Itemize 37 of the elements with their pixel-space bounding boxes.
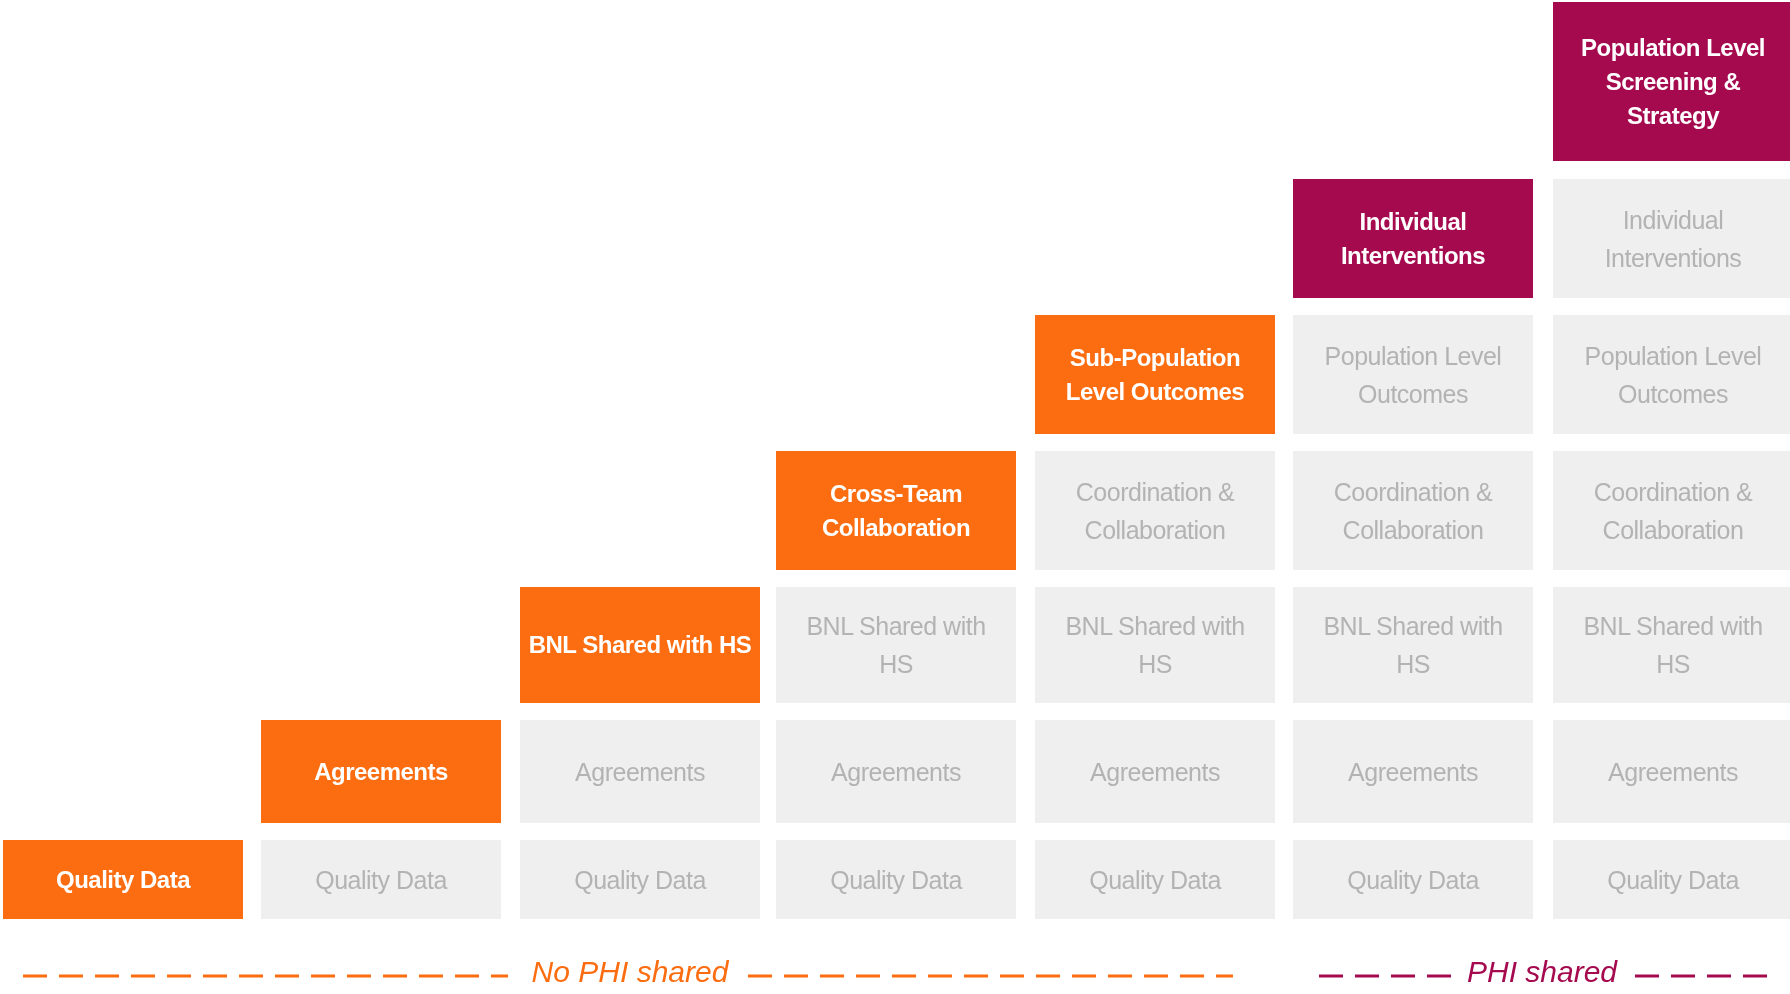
step-label: BNL Shared with HS	[1583, 611, 1763, 680]
step-label: BNL Shared with HS	[528, 630, 752, 660]
step-label: Agreements	[1090, 756, 1220, 788]
step-label: BNL Shared with HS	[806, 611, 986, 680]
step-label: Agreements	[1608, 756, 1738, 788]
step-label: Quality Data	[830, 864, 962, 896]
step-label: Agreements	[831, 756, 961, 788]
step-label: Sub-Population Level Outcomes	[1064, 342, 1246, 407]
step-label: Quality Data	[574, 864, 706, 896]
step-box	[776, 451, 1016, 570]
step-label: Population Level Screening & Strategy	[1580, 32, 1766, 131]
step-label: BNL Shared with HS	[1323, 611, 1503, 680]
step-label: Agreements	[314, 756, 448, 787]
step-label: Quality Data	[55, 864, 190, 895]
step-box	[261, 720, 501, 823]
step-label: Coordination & Collaboration	[1332, 476, 1494, 546]
step-label: Agreements	[1348, 756, 1478, 788]
step-label: Coordination & Collaboration	[1074, 476, 1236, 546]
step-label: Cross-Team Collaboration	[820, 478, 972, 543]
step-label: Population Level Outcomes	[1323, 340, 1503, 410]
step-label: Individual Interventions	[1339, 206, 1487, 271]
step-box	[1293, 179, 1533, 298]
step-label: Agreements	[575, 756, 705, 788]
step-label: Quality Data	[1347, 864, 1479, 896]
step-box	[1553, 2, 1790, 161]
step-label: Coordination & Collaboration	[1592, 476, 1754, 546]
step-label: Population Level Outcomes	[1583, 340, 1763, 410]
sharing-label: No PHI shared	[531, 955, 729, 989]
step-box	[1035, 315, 1275, 434]
step-label: Quality Data	[1089, 864, 1221, 896]
step-label: BNL Shared with HS	[1065, 611, 1245, 680]
step-label: Individual Interventions	[1603, 204, 1743, 274]
step-label: Quality Data	[1607, 864, 1739, 896]
step-box	[3, 840, 243, 919]
step-label: Quality Data	[315, 864, 447, 896]
step-box	[520, 587, 760, 703]
sharing-label: PHI shared	[1466, 955, 1618, 989]
